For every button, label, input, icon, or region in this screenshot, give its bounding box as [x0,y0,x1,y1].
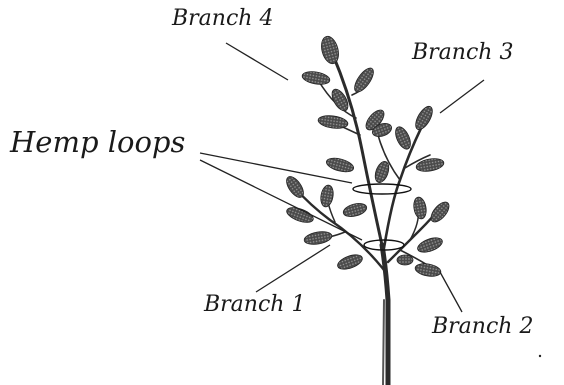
leader-lines [200,43,484,312]
speck [539,355,541,357]
label-branch-4: Branch 4 [172,8,273,30]
label-hemp-loops: Hemp loops [10,128,185,157]
leader-branch-4 [226,43,288,80]
main-stem [382,245,388,385]
leader-hemp-upper [200,153,352,183]
label-branch-1: Branch 1 [204,294,305,316]
leader-hemp-lower [200,160,362,240]
hemp-loop-upper [353,184,411,194]
label-branch-3: Branch 3 [412,42,513,64]
leader-branch-2 [440,272,462,312]
leader-branch-1 [256,245,330,292]
label-branch-2: Branch 2 [432,316,533,338]
leader-branch-3 [440,80,484,113]
